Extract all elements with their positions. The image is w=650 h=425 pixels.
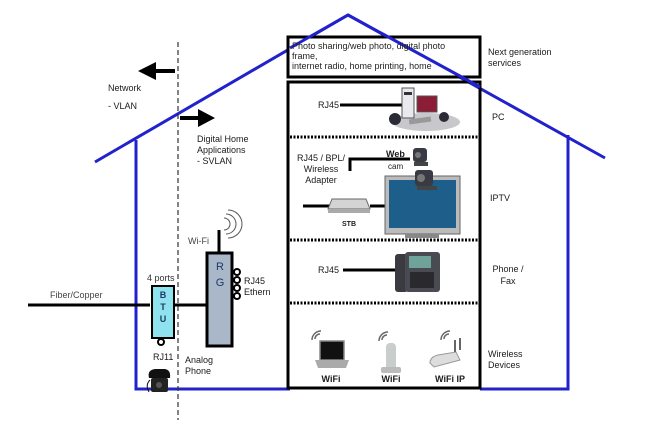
vlan-label: - VLAN: [108, 101, 138, 111]
phone-fax-category-label: Phone /: [492, 264, 524, 274]
phone-fax-category-label: Fax: [500, 276, 516, 286]
iptv-connector-label: Adapter: [305, 175, 337, 185]
next-gen-label: Next generation: [488, 47, 552, 57]
laptop-icon: [315, 340, 349, 368]
wifi-phone-label: WiFi: [381, 374, 401, 384]
services-text-line: frame,: [292, 51, 318, 61]
devices-frame: [286, 80, 482, 390]
desk-phone-icon: [395, 252, 440, 292]
btu-letter: U: [159, 314, 167, 324]
btu-letter: B: [159, 290, 167, 300]
house-left-wall: [134, 140, 290, 391]
wifi-laptop-label: WiFi: [321, 374, 341, 384]
wireless-category-label: Wireless: [488, 349, 523, 359]
webcam-line: [348, 157, 410, 171]
services-text-line: Photo sharing/web photo, digital photo: [292, 41, 446, 51]
rj11-port-icon: [157, 338, 165, 346]
iptv-connector-label: Wireless: [303, 164, 339, 174]
phone-label: Phone: [185, 366, 212, 376]
fiber-copper-label: Fiber/Copper: [50, 290, 103, 300]
wifi-signal-icon: [311, 330, 451, 342]
network-label: Network: [108, 83, 142, 93]
stb-icon: [327, 198, 371, 213]
arrow-left-icon: [138, 62, 175, 80]
analog-label: Analog: [185, 355, 214, 365]
rj11-label: RJ11: [153, 352, 174, 362]
ethern-label: Ethern: [244, 287, 271, 297]
rg-letter: G: [215, 277, 225, 289]
webcam-label: cam: [388, 162, 404, 171]
rg-letter: R: [216, 261, 224, 273]
wifi-signal-icon: [223, 209, 243, 239]
services-text-line: internet radio, home printing, home: [292, 61, 432, 71]
next-gen-label: services: [488, 58, 522, 68]
wifi-label: Wi-Fi: [188, 236, 209, 246]
rj45-ports-icon: [233, 268, 241, 300]
stb-label: STB: [342, 221, 356, 228]
wireless-category-label: Devices: [488, 360, 521, 370]
wifi-ip-camera-icon: [429, 338, 461, 368]
next-gen-services-text: Photo sharing/web photo, digital photo f…: [292, 41, 478, 73]
wifi-ip-label: WiFi IP: [435, 374, 465, 384]
iptv-connector-label: RJ45 / BPL/: [296, 153, 346, 163]
webcam-icon: [413, 148, 437, 190]
svlan-label: - SVLAN: [197, 156, 233, 166]
webcam-label: Web: [386, 149, 405, 159]
pc-icon: [389, 87, 460, 131]
cordless-phone-icon: [381, 343, 401, 373]
pc-category-label: PC: [492, 112, 505, 122]
rj45-ethern-label: RJ45: [244, 276, 266, 286]
arrow-right-icon: [180, 109, 215, 127]
house-right-wall: [480, 135, 570, 391]
ports-label: 4 ports: [147, 273, 175, 283]
analog-phone-icon: [146, 369, 171, 393]
pc-rj45-label: RJ45: [318, 100, 340, 110]
applications-label: Applications: [197, 145, 246, 155]
phone-rj45-label: RJ45: [318, 265, 340, 275]
btu-box: [151, 285, 175, 339]
iptv-category-label: IPTV: [490, 193, 511, 203]
digital-home-label: Digital Home: [197, 134, 249, 144]
btu-letter: T: [160, 302, 166, 312]
